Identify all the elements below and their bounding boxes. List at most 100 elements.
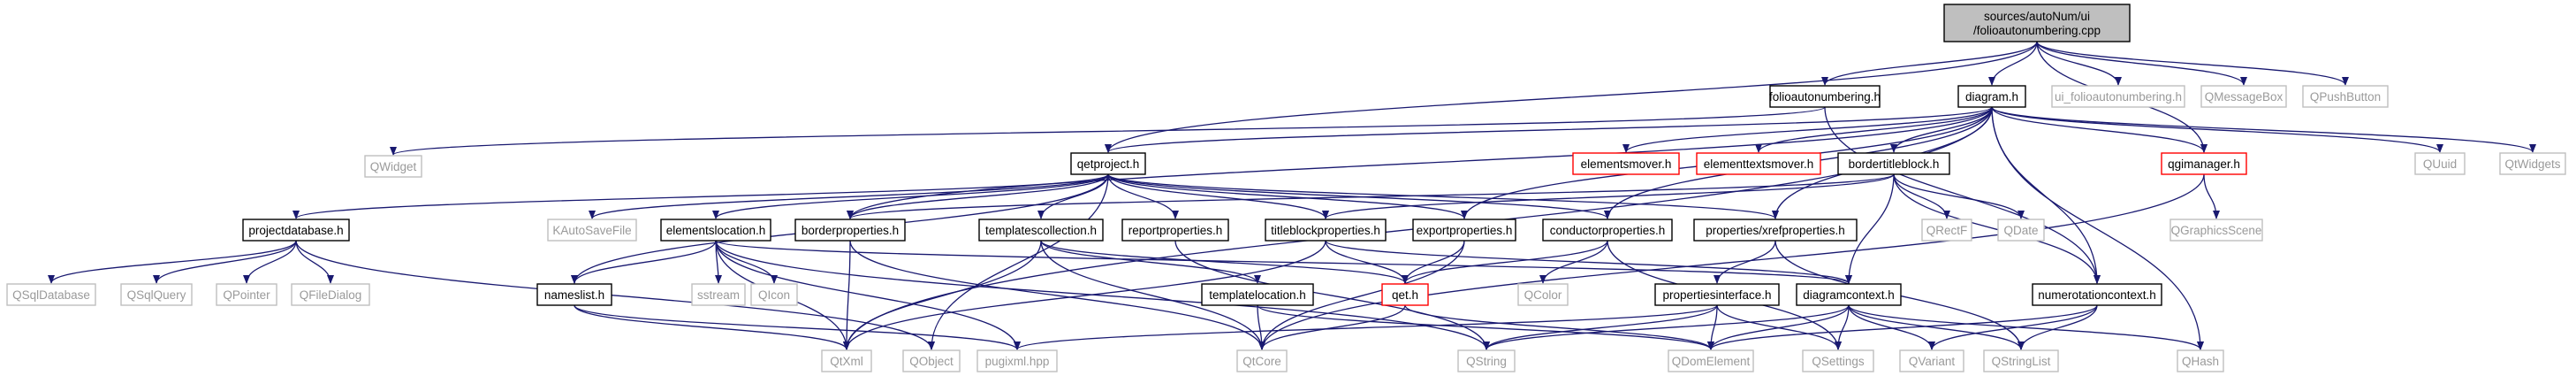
edge-diagram-h-to-qetproject-h [1105,106,1993,153]
node-box [120,283,193,306]
node-templatescollection-h[interactable]: templatescollection.h [978,219,1104,242]
node-box [1381,283,1429,306]
node-qsettings: QSettings [1802,349,1874,372]
edge-diagram-h-to-qhash [1991,106,2204,350]
edge-diagram-h-to-elementtextsmover-h [1755,106,1993,153]
edge-qet-h-to-qdomelement [1404,304,1714,350]
node-box [1457,349,1516,372]
edge-diagramcontext-h-to-qdomelement [1707,304,1850,350]
node-exportproperties-h[interactable]: exportproperties.h [1412,219,1516,242]
node-box [2499,152,2566,175]
node-box [794,219,906,242]
node-borderproperties-h[interactable]: borderproperties.h [794,219,906,242]
node-box [2032,283,2162,306]
node-label: QObject [909,355,954,368]
node-label: qet.h [1392,288,1418,302]
node-label: exportproperties.h [1417,224,1513,237]
node-elementslocation-h[interactable]: elementslocation.h [660,219,771,242]
node-label: elementtextsmover.h [1704,157,1814,171]
node-conductorproperties-h[interactable]: conductorproperties.h [1542,219,1673,242]
node-label: borderti­tleblock.h [1849,157,1940,171]
edge-templatescollection-h-to-qet-h [1040,240,1409,284]
edge-qetproject-h-to-exportproperties-h [1107,173,1468,219]
edge-qetproject-h-to-projectdatabase-h [293,173,1109,219]
node-qetproject-h[interactable]: qetproject.h [1070,152,1146,175]
node-box [1201,283,1314,306]
node-label: qgimanager.h [2168,157,2240,171]
node-elementsmover-h[interactable]: elementsmover.h [1572,152,1680,175]
node-box [2161,152,2247,175]
node-qcolor: QColor [1517,283,1569,306]
node-bordertitleblock-h[interactable]: borderti­tleblock.h [1837,152,1950,175]
node-nameslist-h[interactable]: nameslist.h [536,283,612,306]
node-sstream: sstream [691,283,746,306]
node-box [1517,283,1569,306]
node-titleblockproperties-h[interactable]: titleblockproperties.h [1265,219,1387,242]
edge-diagram-h-to-qgimanager-h [1991,106,2207,153]
node-qpushbutton: QPushButton [2302,85,2389,108]
node-reportproperties-h[interactable]: reportproperties.h [1121,219,1229,242]
node-qgimanager-h[interactable]: qgimanager.h [2161,152,2247,175]
edge-projectdatabase-h-to-qobject [295,240,935,350]
edge-qgimanager-h-to-qgraphicsscene [2203,173,2220,219]
edge-diagram-h-to-quuid [1991,106,2443,153]
edge-templatescollection-h-to-qtcore [1040,240,1265,350]
node-root[interactable]: sources/autoNum/ui/folioautonumbering.cp… [1943,4,2131,42]
node-label: QGraphicsScene [2171,224,2262,237]
edge-qetproject-h-to-titleblockproperties-h [1107,173,1329,219]
node-label: QSqlDatabase [12,288,90,302]
edge-conductorproperties-h-to-qet-h [1402,240,1608,284]
node-box [2302,85,2389,108]
edge-numerotationcontext-h-to-qvariant [1928,304,2098,350]
node-folioautonumbering-h[interactable]: folioautonumbering.h [1769,85,1881,108]
edge-propertiesinterface-h-to-qstring [1483,304,1718,350]
edge-qgimanager-h-to-qtcore [1258,173,2205,350]
edge-reportproperties-h-to-qstring [1174,240,1490,350]
node-elementtextsmover-h[interactable]: elementtextsmover.h [1696,152,1821,175]
node-qtxml: QtXml [821,349,872,372]
node-label: QMessageBox [2205,90,2283,104]
node-qpointer: QPointer [216,283,277,306]
edge-root-to-ui-folioautonumbering-h [2036,41,2122,86]
edge-diagram-h-to-qtwidgets [1991,106,2536,153]
edge-nameslist-h-to-pugixml-hpp [574,304,1021,350]
node-diagram-h[interactable]: diagram.h [1957,85,2026,108]
edge-numerotationcontext-h-to-qstringlist [2017,304,2098,350]
node-label: sources/autoNum/ui [1984,10,2090,23]
edge-borderproperties-h-to-qtcore [849,240,1265,350]
node-label: QWidget [370,160,417,173]
node-projectdatabase-h[interactable]: projectdatabase.h [242,219,350,242]
node-diagramcontext-h[interactable]: diagramcontext.h [1796,283,1902,306]
edge-qetproject-h-to-conductorproperties-h [1107,173,1611,219]
edge-root-to-qmessagebox [2036,41,2247,86]
node-box [1769,85,1881,108]
edge-borderti­tleblock-h-to-diagramcontext-h [1845,173,1895,284]
node-label: reportproperties.h [1128,224,1223,237]
dependency-edges [48,41,2536,350]
node-label: elementslocation.h [666,224,766,237]
node-propertiesinterface-h[interactable]: propertiesinterface.h [1654,283,1780,306]
edge-root-to-diagram-h [1988,41,2038,86]
node-qobject: QObject [902,349,961,372]
node-label: QPushButton [2310,90,2381,104]
node-box [976,349,1058,372]
node-xrefproperties-h[interactable]: properties/xrefproperties.h [1693,219,1858,242]
node-label: KAutoSaveFile [552,224,631,237]
node-box [2169,219,2263,242]
node-box [902,349,961,372]
edge-qetproject-h-to-xrefproperties-h [1107,173,1779,219]
node-qtwidgets: QtWidgets [2499,152,2566,175]
node-qet-h[interactable]: qet.h [1381,283,1429,306]
node-qrectf: QRectF [1921,219,1972,242]
node-label: nameslist.h [544,288,604,302]
node-box [1899,349,1964,372]
edge-diagram-h-to-borderti­tleblock-h [1890,106,1993,153]
node-numerotationcontext-h[interactable]: numerotationcontext.h [2032,283,2162,306]
node-box [1696,152,1821,175]
edge-conductorproperties-h-to-qcolor [1539,240,1608,284]
node-templatelocation-h[interactable]: templatelocation.h [1201,283,1314,306]
node-label: elementsmover.h [1581,157,1672,171]
node-label: numerotationcontext.h [2038,288,2156,302]
node-label: diagramcontext.h [1803,288,1895,302]
node-box [1542,219,1673,242]
